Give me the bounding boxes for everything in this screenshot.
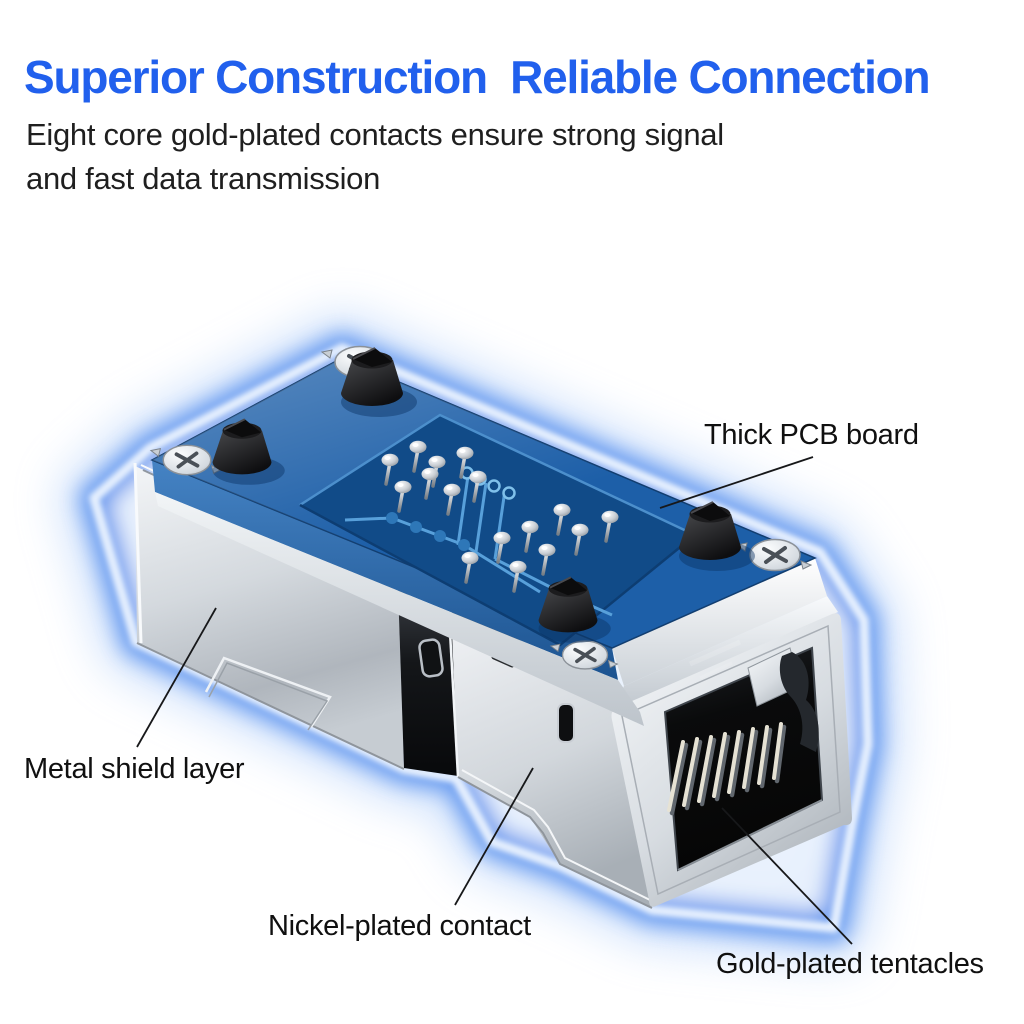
callout-gold-plated-tentacles: Gold-plated tentacles (716, 948, 984, 980)
clip-slot-right (557, 703, 575, 743)
leader-line-pcb (659, 456, 814, 509)
pin-faces (667, 722, 783, 812)
shield-bottom-edge (136, 642, 405, 770)
panel-edge-highlight (299, 413, 696, 537)
clip-slot-left (418, 638, 444, 678)
jack-face-inner-border (621, 624, 841, 896)
shield-left-face (135, 466, 404, 768)
page-title: Superior Construction Reliable Connectio… (24, 51, 931, 103)
pcb-pads (386, 512, 470, 551)
leader-line-tentacles (721, 807, 853, 945)
callout-nickel-plated-contact: Nickel-plated contact (268, 910, 531, 942)
latch-spring (779, 652, 819, 752)
page-subtitle: Eight core gold-plated contacts ensure s… (26, 113, 724, 201)
leader-line-contact (454, 767, 534, 906)
pcb-shield-rim (155, 492, 644, 726)
pcb-side-left (152, 460, 618, 680)
subtitle-line-1: Eight core gold-plated contacts ensure s… (26, 117, 724, 152)
leader-lines (136, 456, 853, 945)
pcb-board (148, 344, 827, 726)
gold-contact-pins (667, 722, 787, 816)
pcb-side-right (612, 558, 827, 686)
callout-thick-pcb-board: Thick PCB board (704, 419, 919, 451)
pcb-inner-panel (300, 415, 695, 645)
right-module-chamfer-shadow (457, 776, 653, 909)
metal-shield-left-module (133, 462, 405, 770)
opening-bottom-shadow (677, 799, 823, 871)
leader-line-shield (136, 607, 217, 748)
opening-gloss-2 (699, 661, 733, 680)
shield-chamfer-shadow (208, 662, 329, 731)
rj45-jack (611, 596, 852, 907)
jack-top-face (612, 596, 838, 712)
shield-left-edge-highlight (133, 462, 143, 644)
opening-gloss-1 (688, 639, 742, 667)
callout-metal-shield-layer: Metal shield layer (24, 753, 245, 785)
right-module-chamfer-highlight (461, 769, 651, 901)
subtitle-line-2: and fast data transmission (26, 161, 381, 196)
shield-right-face (452, 632, 652, 908)
pin-shadows (669, 724, 787, 816)
right-module-left-edge (448, 631, 460, 778)
rj45-opening-shading (665, 648, 822, 870)
